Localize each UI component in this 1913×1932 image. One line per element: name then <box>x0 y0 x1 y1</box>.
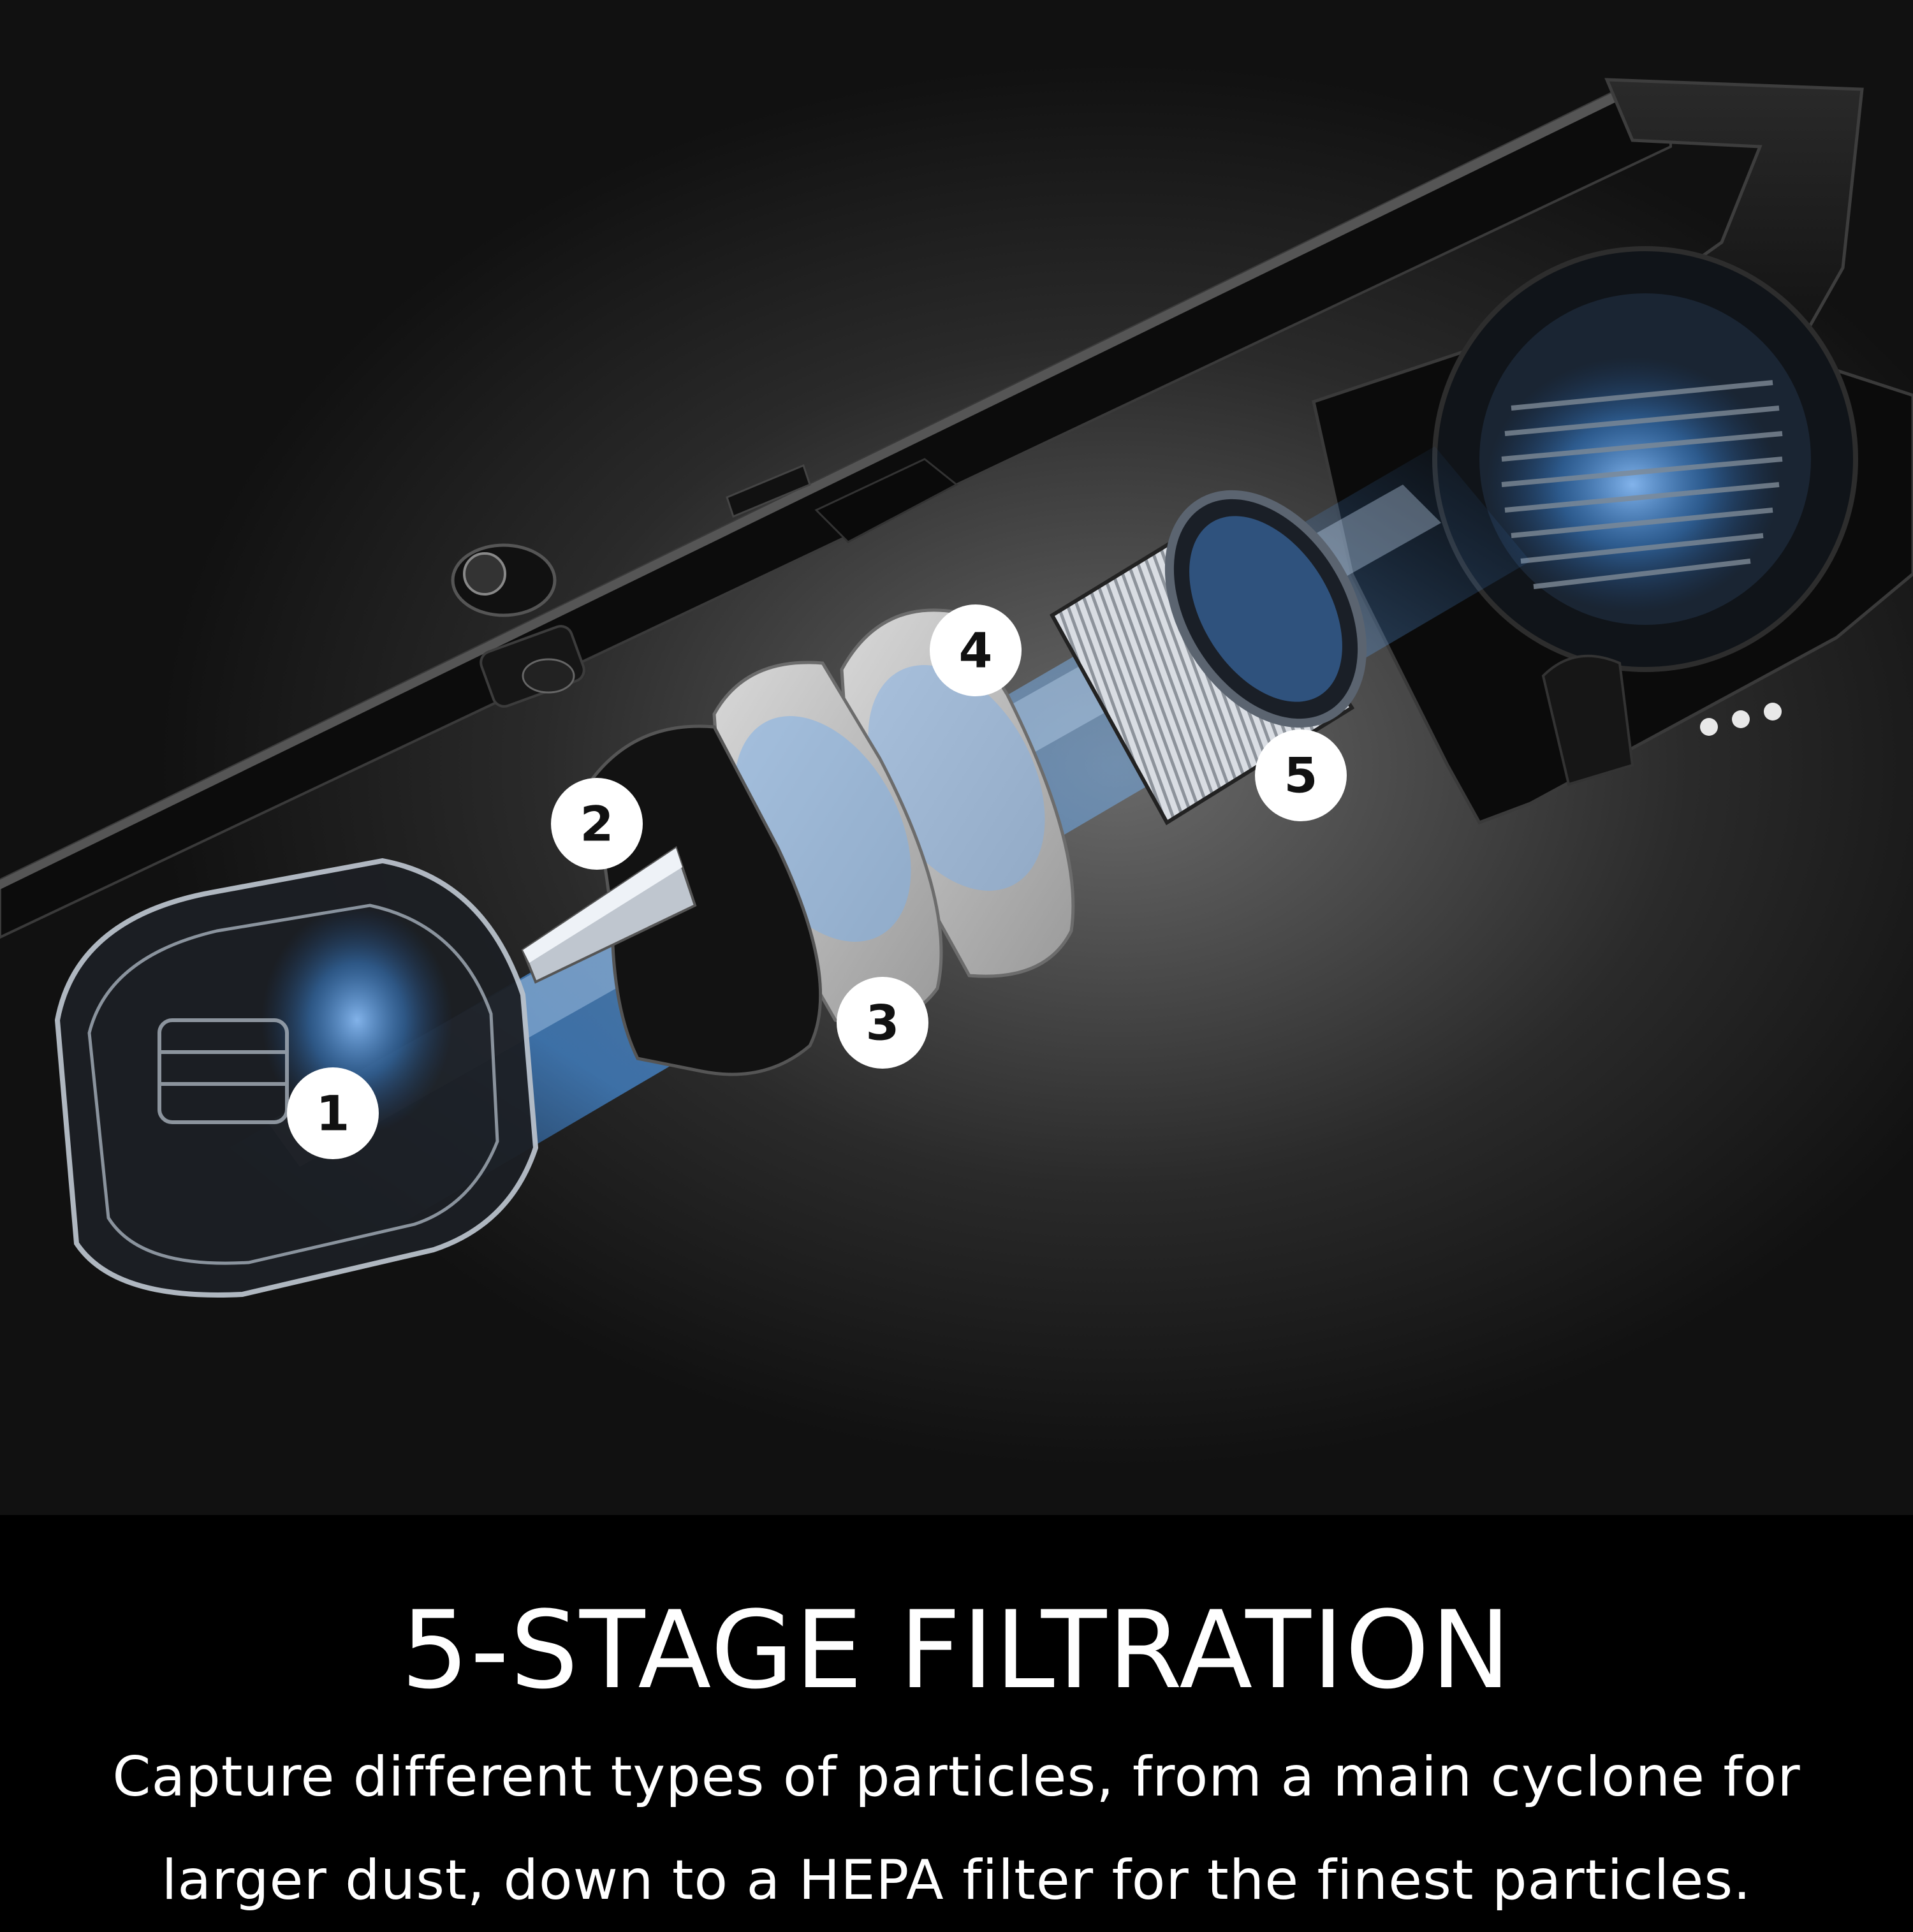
caption-panel: 5-STAGE FILTRATION Capture different typ… <box>0 1515 1913 1913</box>
headline: 5-STAGE FILTRATION <box>400 1588 1513 1713</box>
stage-badge-5-label: 5 <box>1284 747 1318 804</box>
motor-handle-body <box>1312 78 1913 825</box>
wand-tube <box>0 81 1672 939</box>
stage-badge-5: 5 <box>1255 729 1347 821</box>
stage-badge-2-label: 2 <box>580 796 614 853</box>
stage-badges: 1 2 3 4 5 <box>287 604 1347 1159</box>
stage-badge-1: 1 <box>287 1067 379 1159</box>
cyclone-housing <box>521 724 823 1076</box>
stage-badge-1-label: 1 <box>316 1085 350 1142</box>
description: Capture different types of particles, fr… <box>38 1725 1875 1932</box>
stage-badge-2: 2 <box>551 778 643 870</box>
stage-badge-4: 4 <box>930 604 1022 696</box>
stage-badge-3: 3 <box>837 977 928 1069</box>
stage-badge-3-label: 3 <box>866 995 900 1051</box>
stage-badge-4-label: 4 <box>959 622 993 679</box>
vacuum-exploded-view: 1 2 3 4 5 <box>0 78 1913 1298</box>
description-line-2: larger dust, down to a HEPA filter for t… <box>161 1848 1752 1912</box>
wand-coupling <box>451 543 585 708</box>
product-illustration: 1 2 3 4 5 <box>0 0 1913 1515</box>
dust-bin <box>54 858 539 1298</box>
description-line-1: Capture different types of particles, fr… <box>112 1745 1801 1809</box>
